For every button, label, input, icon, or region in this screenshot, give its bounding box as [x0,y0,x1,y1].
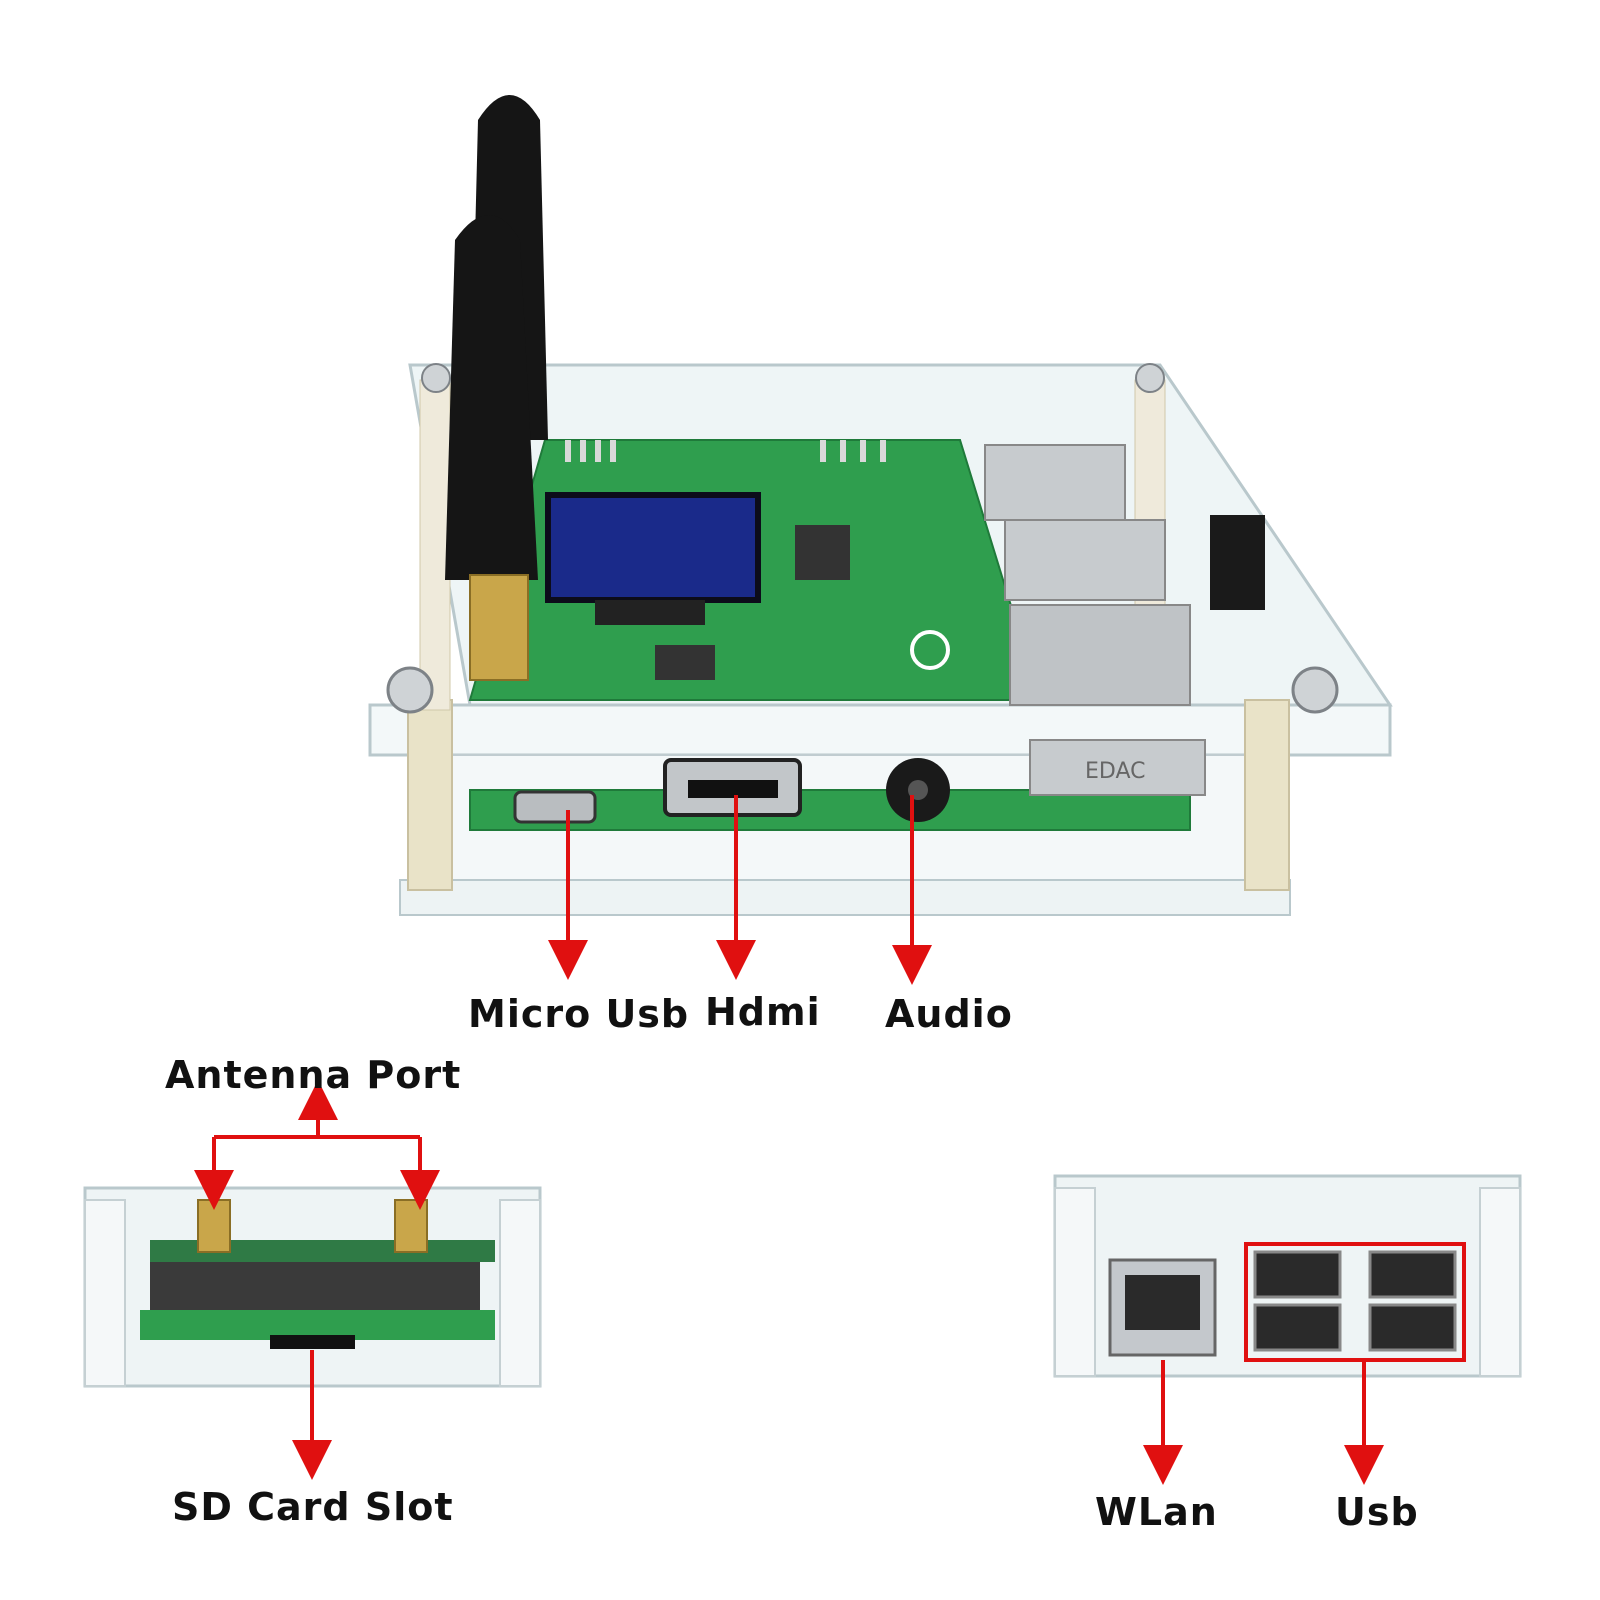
usb-port [1253,1250,1342,1299]
usb-port [1368,1303,1457,1352]
antenna-port-label: Antenna Port [165,1053,462,1097]
antenna-sma-connector [469,574,529,681]
screw-icon [1291,666,1339,714]
side-case-wall-left [84,1199,126,1387]
case-bottom-plate [399,879,1291,916]
edac-print: EDAC [1085,759,1145,784]
board-logo-icon [910,630,950,670]
usb-stack-lower [1004,519,1166,601]
antenna-port-arrows [194,1080,440,1210]
screw-icon [1135,363,1165,393]
hdmi-label: Hdmi [705,990,821,1034]
sd-card-slot-label: SD Card Slot [172,1485,454,1529]
oled-ribbon [595,600,705,625]
gpio-connector [1210,515,1265,610]
usb-port [1368,1250,1457,1299]
screw-icon [386,666,434,714]
usb-label: Usb [1335,1490,1419,1534]
main-device-photo: EDAC [368,95,1393,916]
standoff-front-right [1244,699,1290,891]
usb-highlight-box [1244,1242,1466,1362]
side-components [150,1262,480,1312]
antenna-front [445,215,538,681]
wlan-label: WLan [1095,1490,1218,1534]
edac-shield [1029,739,1206,796]
audio-label: Audio [885,992,1013,1036]
hdmi-port-slot [688,780,778,798]
standoff-front-left [407,699,453,891]
rear-case-wall-left [1054,1187,1096,1377]
usb-port [1253,1303,1342,1352]
chip [795,525,850,580]
side-antenna-connector-right [394,1199,428,1253]
rear-view-photo [1053,1174,1522,1378]
case-top-plate-edge [368,703,1392,757]
screw-icon [421,363,451,393]
ethernet-port-opening [1125,1275,1200,1330]
oled-display [545,492,761,603]
ethernet-jack [1009,604,1191,706]
micro-usb-port [513,790,597,824]
side-antenna-connector-left [197,1199,231,1253]
side-case-wall-right [499,1199,541,1387]
header-pins [565,440,886,462]
standoff-back-left [419,379,451,711]
sd-card-slot [270,1335,355,1349]
rear-case-wall-right [1479,1187,1521,1377]
chip [655,645,715,680]
micro-usb-label: Micro Usb [468,992,690,1036]
usb-stack-upper [984,444,1126,521]
